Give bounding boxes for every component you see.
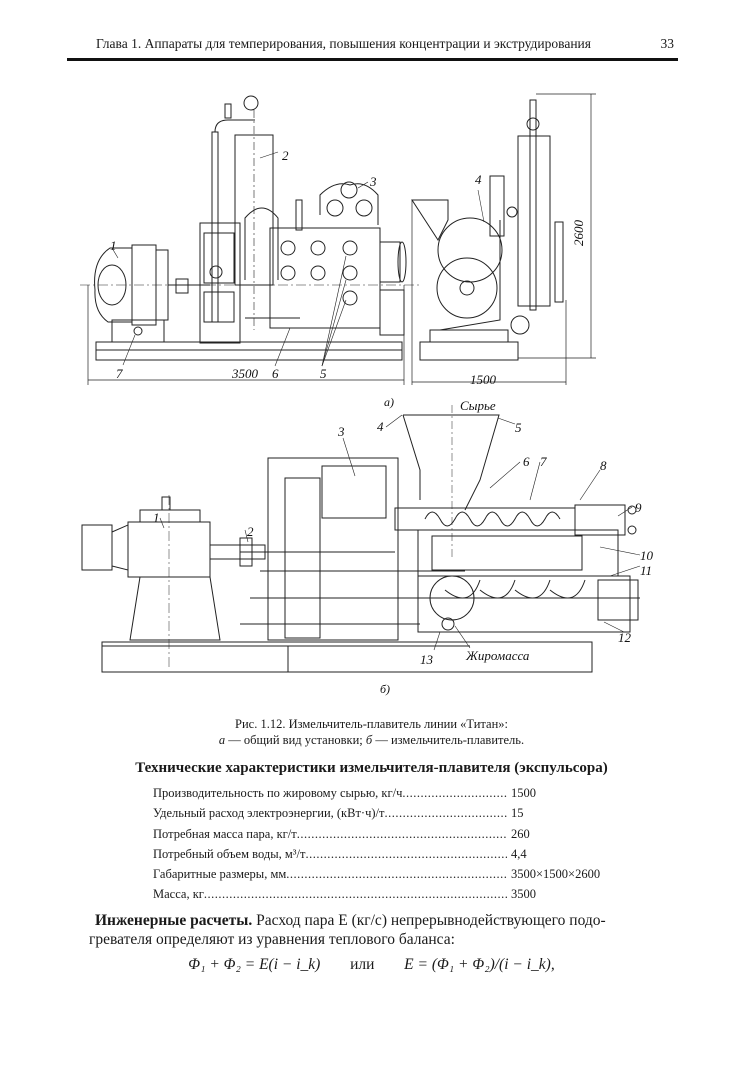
callout-a-4: 4 (475, 172, 482, 187)
callout-a-7: 7 (116, 366, 123, 381)
body-paragraph: Инженерные расчеты. Расход пара E (кг/с)… (89, 911, 675, 949)
view-a-end-elevation (411, 93, 596, 385)
spec-label: Производительность по жировому сырью, кг… (153, 786, 403, 800)
callout-a-6: 6 (272, 366, 279, 381)
spec-row: Потребная масса пара, кг/т 260 (153, 827, 623, 847)
caption-line-2: а — общий вид установки; б — измельчител… (0, 732, 743, 748)
spec-value: 4,4 (511, 846, 527, 861)
leader-dots (384, 806, 507, 826)
leader-dots (286, 867, 507, 887)
leader-dots (402, 786, 507, 806)
technical-drawing: 1 2 3 4 5 6 7 3500 1500 2600 а) (80, 93, 654, 696)
dimension-width: 1500 (470, 372, 497, 387)
view-b-label: б) (380, 682, 390, 696)
callout-b-9: 9 (635, 500, 642, 515)
leader-dots (204, 887, 507, 907)
formula-separator: или (350, 956, 375, 973)
spec-row: Удельный расход электроэнергии, (кВт·ч)/… (153, 806, 623, 826)
leader-dots (305, 847, 507, 867)
spec-label: Удельный расход электроэнергии, (кВт·ч)/… (153, 806, 385, 821)
spec-row: Масса, кг 3500 (153, 887, 623, 907)
paragraph-line-2: гревателя определяют из уравнения теплов… (89, 931, 455, 948)
callout-b-10: 10 (640, 548, 654, 563)
specs-title: Технические характеристики измельчителя-… (135, 760, 608, 776)
formula-left: Φ₁ + Φ₂ = E(i − i_k) (188, 956, 321, 973)
spec-value: 260 (511, 826, 530, 841)
callout-b-8: 8 (600, 458, 607, 473)
running-header: Глава 1. Аппараты для темперирования, по… (82, 36, 676, 56)
formula-right: E = (Φ₁ + Φ₂)/(i − i_k), (404, 956, 555, 973)
callout-b-13: 13 (420, 652, 434, 667)
leader-dots (297, 827, 507, 847)
callout-a-5: 5 (320, 366, 327, 381)
dimension-height: 2600 (571, 220, 586, 247)
caption-b-text: — измельчитель-плавитель. (372, 733, 525, 747)
callout-b-5: 5 (515, 420, 522, 435)
caption-line-1: Рис. 1.12. Измельчитель-плавитель линии … (235, 717, 508, 731)
chapter-title: Глава 1. Аппараты для темперирования, по… (96, 36, 591, 51)
figure-caption: Рис. 1.12. Измельчитель-плавитель линии … (0, 716, 743, 748)
view-b-section (81, 405, 641, 673)
inlet-label: Сырье (460, 398, 496, 413)
section-heading: Инженерные расчеты. (95, 912, 253, 929)
spec-row: Производительность по жировому сырью, кг… (153, 786, 623, 806)
callout-b-7: 7 (540, 454, 547, 469)
callout-b-12: 12 (618, 630, 632, 645)
caption-a-text: — общий вид установки; (225, 733, 366, 747)
spec-label: Масса, кг (153, 887, 204, 902)
callout-b-2: 2 (247, 524, 254, 539)
callout-b-1: 1 (153, 510, 160, 525)
view-a-side-elevation (80, 95, 420, 385)
heat-balance-formula: Φ₁ + Φ₂ = E(i − i_k) или E = (Φ₁ + Φ₂)/(… (0, 956, 743, 974)
caption-a-letter: а (218, 733, 226, 747)
specs-list: Производительность по жировому сырью, кг… (153, 786, 623, 908)
paragraph-line-1: Расход пара E (кг/с) непрерывнодействующ… (252, 912, 606, 929)
callout-a-3: 3 (369, 174, 377, 189)
spec-row: Потребный объем воды, м³/т 4,4 (153, 847, 623, 867)
dimension-length: 3500 (231, 366, 259, 381)
spec-label: Габаритные размеры, мм (153, 867, 287, 882)
spec-value: 1500 (511, 786, 536, 800)
spec-value: 3500×1500×2600 (511, 867, 601, 882)
caption-b-letter: б (365, 733, 373, 747)
callout-a-1: 1 (110, 238, 117, 253)
callout-b-4: 4 (377, 419, 384, 434)
spec-label: Потребный объем воды, м³/т (153, 846, 306, 861)
spec-row: Габаритные размеры, мм 3500×1500×2600 (153, 867, 623, 887)
callout-b-6: 6 (523, 454, 530, 469)
callout-a-2: 2 (282, 148, 289, 163)
page-number: 33 (660, 36, 675, 51)
outlet-label: Жиромасса (465, 648, 530, 663)
view-a-label: а) (384, 395, 394, 409)
spec-value: 3500 (511, 887, 536, 902)
callout-b-3: 3 (337, 424, 345, 439)
spec-label: Потребная масса пара, кг/т (153, 826, 297, 841)
callout-b-11: 11 (640, 563, 652, 578)
spec-value: 15 (511, 806, 524, 821)
header-rule (67, 58, 678, 61)
